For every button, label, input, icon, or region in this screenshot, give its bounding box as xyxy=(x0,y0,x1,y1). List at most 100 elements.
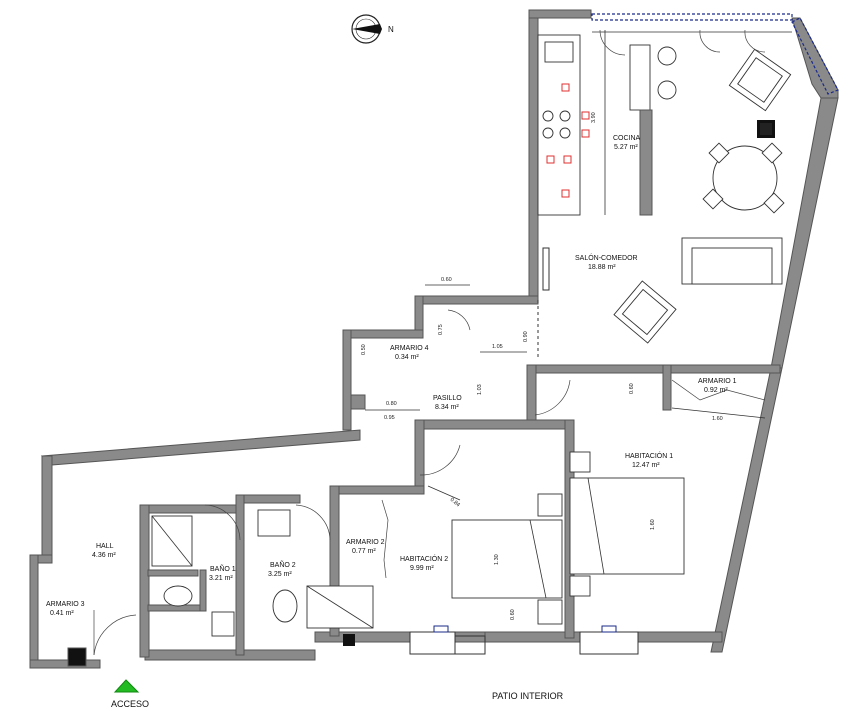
label-cocina: COCINA xyxy=(613,135,641,142)
room-labels: COCINA 5.27 m² SALÓN-COMEDOR 18.88 m² AR… xyxy=(46,135,737,617)
compass: N xyxy=(351,14,394,44)
wall-arm2-west xyxy=(329,485,340,637)
appliance-3 xyxy=(581,129,590,138)
appliance-5 xyxy=(563,155,572,164)
nightstand-1a xyxy=(569,451,591,473)
dim-090: 0.90 xyxy=(523,331,529,342)
toilet-1 xyxy=(163,585,193,607)
salon-furniture xyxy=(537,46,792,360)
label-bano1: BAÑO 1 xyxy=(210,564,236,573)
sink-2 xyxy=(257,509,291,537)
armario2-doors xyxy=(381,499,389,579)
entry-arrow-icon xyxy=(113,679,140,693)
wall-bottom-hab2a xyxy=(454,631,486,643)
wall-bano1-shelf xyxy=(147,569,199,577)
label-hall: HALL xyxy=(96,543,114,550)
label-armario1: ARMARIO 1 xyxy=(698,378,737,385)
door-arm4[interactable] xyxy=(447,309,471,331)
wall-bay xyxy=(791,17,839,99)
label-bano2: BAÑO 2 xyxy=(270,560,296,569)
wall-hall-top xyxy=(40,429,361,466)
area-armario3: 0.41 m² xyxy=(50,610,74,617)
door-window-3 xyxy=(744,29,766,53)
dim-lines xyxy=(365,284,766,501)
area-habitacion2: 9.99 m² xyxy=(410,565,434,572)
bed-2 xyxy=(451,519,563,599)
appliance-4 xyxy=(546,155,555,164)
armchair-top xyxy=(728,48,792,112)
wall-hab2-nw xyxy=(414,419,425,493)
area-pasillo: 8.34 m² xyxy=(435,404,459,411)
toilet-2 xyxy=(272,589,298,623)
area-bano2: 3.25 m² xyxy=(268,571,292,578)
wall-kitchen-west xyxy=(528,9,539,299)
doors xyxy=(93,29,766,656)
radiator xyxy=(542,247,550,291)
armario1-doors xyxy=(671,379,766,401)
dim-105: 1.05 xyxy=(492,344,503,350)
door-hab2[interactable] xyxy=(419,444,461,476)
dim-050: 0.50 xyxy=(361,344,367,355)
nightstand-2a xyxy=(537,493,563,517)
wall-hab2-top xyxy=(414,419,571,430)
compass-north-label: N xyxy=(388,25,394,34)
wall-bano2-top xyxy=(243,494,301,504)
dim-103: 1.03 xyxy=(477,384,483,395)
wall-pasillo-east xyxy=(526,364,537,421)
dim-160-arm1: 1.60 xyxy=(712,416,723,422)
wall-pasillo-west-upper xyxy=(342,329,352,431)
wall-bottom-mid xyxy=(314,631,411,643)
label-habitacion1: HABITACIÓN 1 xyxy=(625,451,673,460)
pillar-arm3 xyxy=(67,647,87,667)
dim-080: 0.80 xyxy=(386,401,397,407)
wall-bottom-hab1 xyxy=(637,631,723,643)
door-hab1[interactable] xyxy=(534,379,571,416)
sink-1 xyxy=(211,611,235,637)
sofa-seat xyxy=(691,247,773,285)
windows-bottom xyxy=(409,625,639,655)
burner-2 xyxy=(559,110,571,122)
area-hall: 4.36 m² xyxy=(92,552,116,559)
wall-hab1-top xyxy=(529,364,781,374)
dimension-labels: 0.60 0.75 0.90 1.05 0.50 1.03 0.80 0.95 … xyxy=(361,277,723,620)
window-mark-2 xyxy=(601,625,617,633)
door-entry[interactable] xyxy=(93,614,137,656)
nightstand-2b xyxy=(537,599,563,625)
window-hab1 xyxy=(579,631,639,655)
label-armario3: ARMARIO 3 xyxy=(46,601,85,608)
door-bano2[interactable] xyxy=(295,504,331,541)
dim-390: 3.90 xyxy=(591,112,597,123)
stool-2 xyxy=(657,80,677,100)
wall-bottom-left xyxy=(144,649,316,661)
label-armario4: ARMARIO 4 xyxy=(390,345,429,352)
label-pasillo: PASILLO xyxy=(433,395,462,402)
wall-arm3-west xyxy=(29,554,39,668)
kitchen-counter: 3.90 xyxy=(537,30,653,216)
dim-130-bed2: 1.30 xyxy=(494,554,500,565)
label-salon: SALÓN-COMEDOR xyxy=(575,253,638,262)
label-habitacion2: HABITACIÓN 2 xyxy=(400,554,448,563)
pillar-pasillo xyxy=(350,394,366,410)
window-mark-1 xyxy=(433,625,449,633)
dim-060-top: 0.60 xyxy=(441,277,452,283)
kitchen-island xyxy=(629,44,651,111)
door-window-2 xyxy=(699,29,721,53)
dim-095: 0.95 xyxy=(384,415,395,421)
pillar-bottom xyxy=(343,634,355,646)
door-bano1[interactable] xyxy=(204,504,241,541)
walls xyxy=(29,9,839,669)
wall-arm1-west xyxy=(662,364,672,411)
label-armario2: ARMARIO 2 xyxy=(346,539,385,546)
wall-top-kitchen xyxy=(528,9,592,19)
wall-hab2-arm2-top xyxy=(329,485,425,495)
kitchen-partition xyxy=(639,109,653,216)
bed-1 xyxy=(569,477,685,575)
wall-bano1-west xyxy=(139,504,150,658)
area-armario1: 0.92 m² xyxy=(704,387,728,394)
appliance-1 xyxy=(561,83,570,92)
wall-step-top xyxy=(414,295,539,305)
window-bay xyxy=(791,17,839,95)
area-bano1: 3.21 m² xyxy=(209,575,233,582)
dim-160-bed1: 1.60 xyxy=(650,519,656,530)
